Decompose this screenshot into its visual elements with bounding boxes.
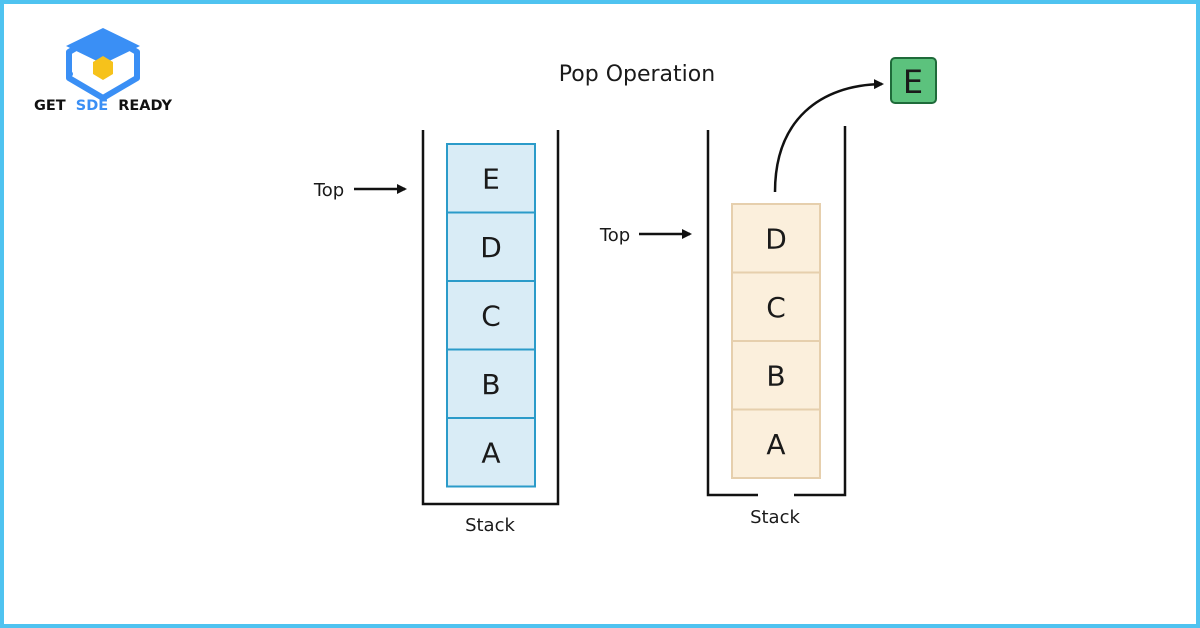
stack-before-cell-label-c: C	[481, 299, 501, 332]
stack-after-cells: D C B A	[731, 203, 821, 479]
stack-before-cell-b	[446, 348, 536, 419]
popped-letter: E	[903, 63, 923, 101]
brand-logo: GET SDE READY	[34, 28, 172, 114]
stack-before-cell-label-e: E	[482, 162, 500, 195]
stack-before-container	[421, 130, 560, 506]
stack-after-cell-label-b: B	[766, 359, 785, 392]
stack-before-cell-a	[446, 417, 536, 488]
pop-arrow	[773, 79, 884, 193]
stack-before-cell-e	[446, 143, 536, 214]
logo-badge-icon	[93, 56, 113, 80]
stack-after-cell-b	[731, 340, 821, 411]
stack-before-cell-label-d: D	[480, 231, 502, 264]
svg-text:GET SDE READY: GET SDE READY	[34, 98, 172, 114]
stack-before-cells: E D C B A	[446, 143, 536, 488]
stack-before-label: Stack	[465, 515, 515, 536]
brand-word-ready: READY	[118, 98, 172, 114]
stack-after-gap	[758, 488, 794, 502]
stack-after-cell-a	[731, 408, 821, 479]
stack-after: D C B A Top Stack	[599, 126, 847, 528]
stack-after-cell-d	[731, 203, 821, 274]
logo-icon	[66, 28, 140, 101]
stack-before-cell-label-b: B	[481, 368, 500, 401]
stack-after-cell-label-a: A	[766, 428, 785, 461]
stack-before-cell-c	[446, 280, 536, 351]
stack-after-cell-label-d: D	[765, 222, 787, 255]
diagram-title: Pop Operation	[559, 62, 715, 87]
stack-before: E D C B A Top Stack	[313, 130, 560, 536]
brand-word-sde: SDE	[76, 98, 108, 114]
stack-after-cell-label-c: C	[766, 291, 786, 324]
popped-element: E	[890, 57, 937, 104]
stack-before-top-label: Top	[313, 180, 344, 201]
stack-after-top-label: Top	[599, 225, 630, 246]
stack-after-cell-c	[731, 271, 821, 342]
popped-box	[890, 57, 937, 104]
stack-after-label: Stack	[750, 507, 800, 528]
stack-before-cell-label-a: A	[481, 436, 500, 469]
brand-word-get: GET	[34, 98, 66, 114]
